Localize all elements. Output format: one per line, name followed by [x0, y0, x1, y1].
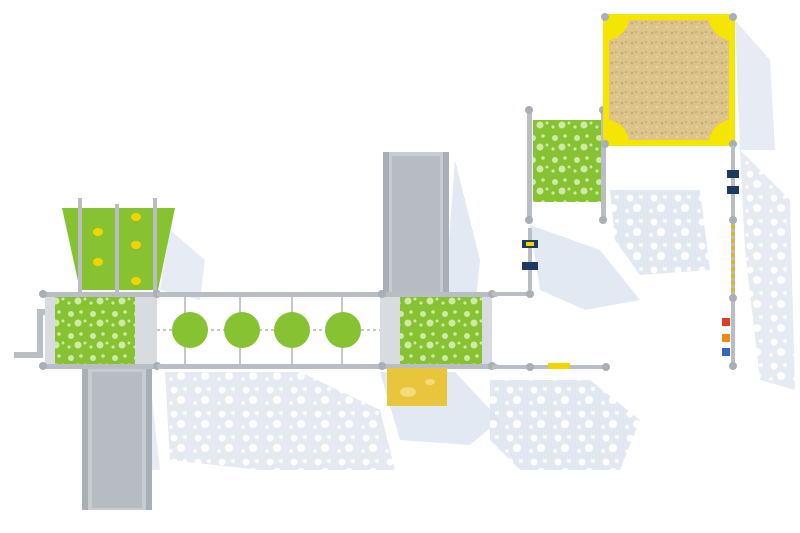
- climbing-hold: [93, 258, 103, 266]
- climbing-hold: [131, 241, 141, 249]
- bridge-rail: [157, 364, 382, 369]
- sandbox-sand: [609, 20, 729, 140]
- climbing-hold: [93, 228, 103, 236]
- handrail: [14, 309, 45, 358]
- round-step: [224, 312, 260, 348]
- climbing-hold: [131, 213, 141, 221]
- left-slide: [82, 368, 152, 510]
- corner-seat: [603, 14, 630, 41]
- round-step: [274, 312, 310, 348]
- corner-seat: [708, 119, 735, 146]
- corner-seat: [708, 14, 735, 41]
- round-step-bridge: [157, 292, 382, 369]
- climbing-wall: [62, 198, 175, 292]
- corner-seat: [603, 119, 630, 146]
- handle-red: [722, 318, 730, 326]
- fitting: [522, 262, 538, 270]
- yellow-clip: [548, 363, 570, 369]
- left-tower: [14, 290, 161, 370]
- center-slide-bed: [392, 156, 440, 294]
- bridge-rail: [157, 292, 382, 297]
- center-tower: [378, 290, 498, 406]
- rope-climber: [722, 146, 739, 370]
- handle-blue: [722, 348, 730, 356]
- connector-beams: [492, 290, 610, 371]
- handle-orange: [722, 334, 730, 342]
- round-step: [325, 312, 361, 348]
- yellow-step-panel: [387, 368, 447, 406]
- left-slide-bed: [92, 372, 142, 508]
- perforated-panel: [522, 106, 607, 290]
- round-step: [172, 312, 208, 348]
- center-slide: [383, 152, 449, 294]
- sandbox: [601, 13, 737, 148]
- climbing-hold: [131, 277, 141, 285]
